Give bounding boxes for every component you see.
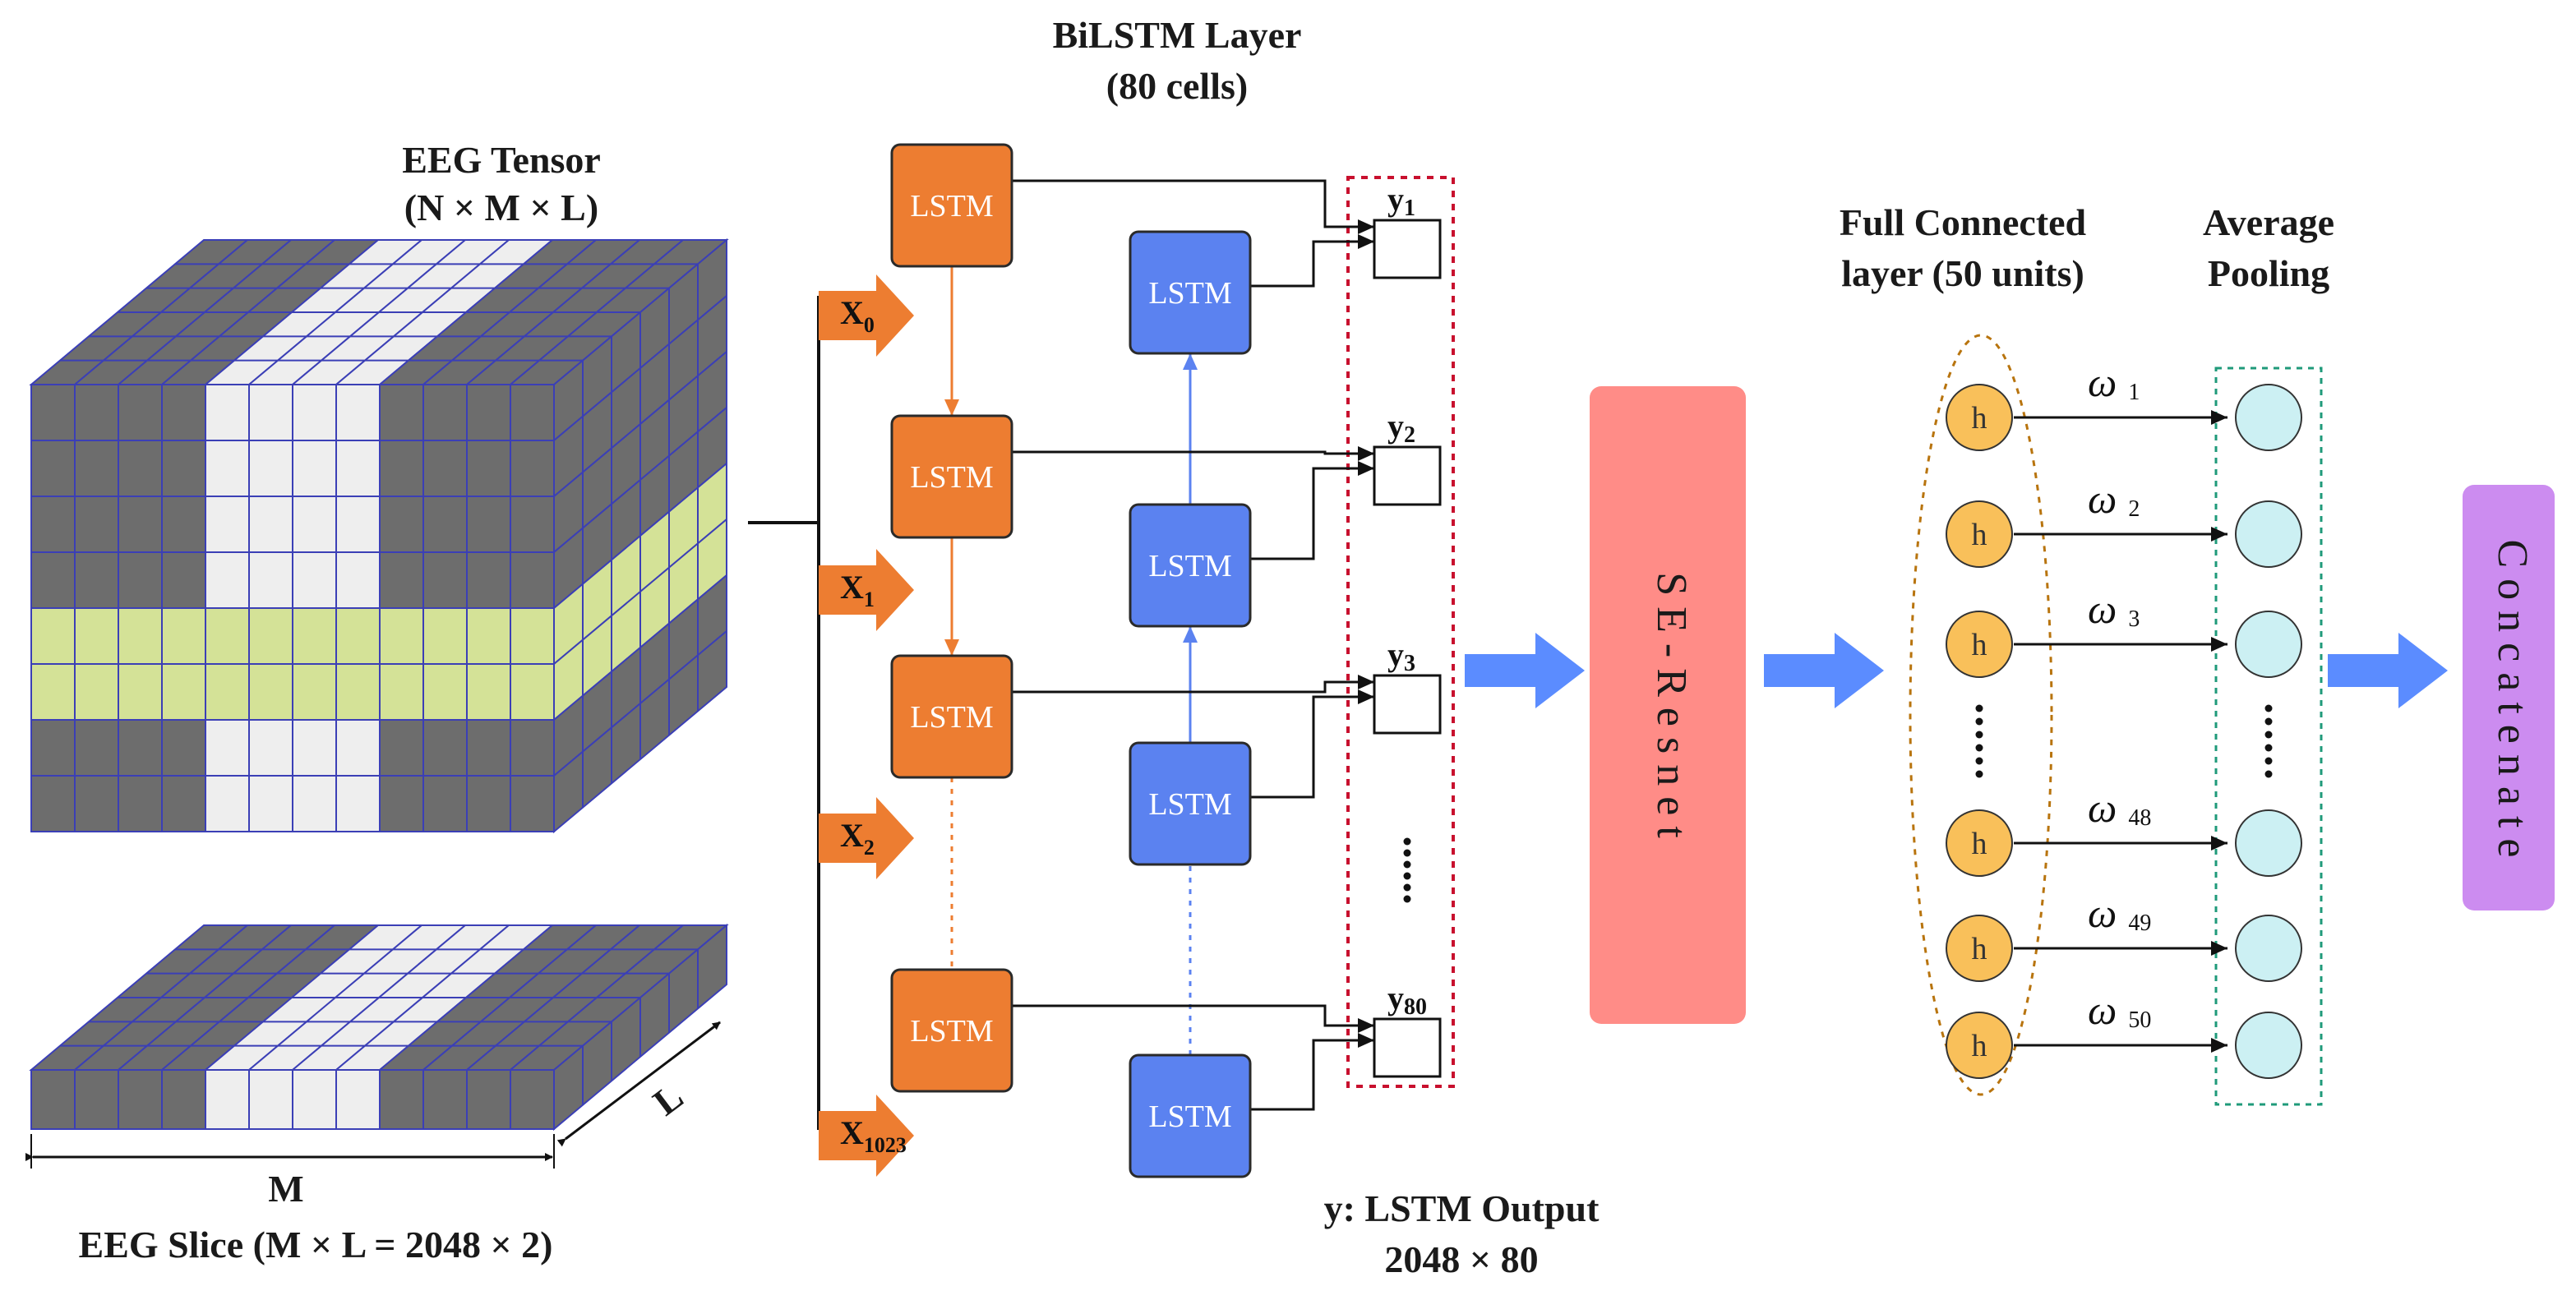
lstm-cell-label: LSTM: [910, 189, 993, 224]
input-label-1: X1: [840, 569, 875, 611]
eeg-slice-cube: [29, 923, 729, 1132]
fc-node-label: h: [1972, 932, 1987, 966]
lstm-backward-cell-3: LSTM: [1129, 1053, 1252, 1178]
slice-dimension-m: M: [25, 1134, 555, 1210]
bilstm-title: BiLSTM Layer: [1053, 14, 1302, 56]
lstm-backward-cell-2: LSTM: [1129, 741, 1252, 866]
pooling-subtitle: Pooling: [2208, 252, 2329, 294]
output-0: y1: [1373, 181, 1442, 279]
output-caption: y: LSTM Output: [1324, 1187, 1600, 1229]
lstm-forward-cell-3: LSTM: [890, 968, 1013, 1093]
bilstm-layer: LSTM LSTM LSTM LSTM LSTM LSTM LSTM LSTM y1 y2 y3 y8…: [890, 143, 1442, 1178]
lstm-cell-label: LSTM: [910, 460, 993, 495]
tensor-title: EEG Tensor: [402, 139, 601, 181]
input-arrow-3: X1023: [819, 1095, 914, 1177]
tensor-dims: (N × M × L): [404, 187, 598, 228]
lstm-cell-label: LSTM: [910, 1014, 993, 1049]
lstm-forward-cell-2: LSTM: [890, 654, 1013, 779]
lstm-cell-label: LSTM: [1148, 1099, 1231, 1134]
output-dims: 2048 × 80: [1384, 1238, 1538, 1280]
flow-arrow-1: [1465, 633, 1585, 708]
bilstm-cells: (80 cells): [1106, 65, 1248, 107]
input-label-3: X1023: [840, 1114, 907, 1157]
pooling-dashed-box: [2214, 366, 2323, 1106]
fc-node-label: h: [1972, 628, 1987, 662]
lstm-backward-cell-0: LSTM: [1129, 230, 1252, 355]
lstm-cell-label: LSTM: [1148, 549, 1231, 583]
lstm-cell-label: LSTM: [1148, 276, 1231, 311]
lstm-forward-cell-1: LSTM: [890, 414, 1013, 539]
input-bus: [748, 296, 820, 1130]
flow-arrow-3: [2328, 633, 2448, 708]
output-label-1: y2: [1387, 408, 1415, 448]
dim-l-label: L: [645, 1075, 690, 1123]
seresnet-block: [1590, 386, 1746, 1024]
fc-node-label: h: [1972, 518, 1987, 552]
slice-caption: EEG Slice (M × L = 2048 × 2): [79, 1224, 553, 1265]
input-arrow-2: X2: [819, 797, 914, 879]
fc-layer-ellipse: [1909, 334, 2053, 1096]
lstm-cell-label: LSTM: [1148, 787, 1231, 822]
output-2: y3: [1373, 636, 1442, 735]
fc-title: Full Connected: [1840, 201, 2087, 243]
input-label-0: X0: [840, 294, 875, 337]
seresnet-label: S E - R e s n e t: [1648, 572, 1695, 838]
output-label-0: y1: [1387, 181, 1415, 221]
pooling-title: Average: [2203, 201, 2334, 243]
output-1: y2: [1373, 408, 1442, 506]
outputs-dashed-box: [1346, 176, 1455, 1088]
eeg-tensor-cube: [29, 237, 729, 834]
fc-node-label: h: [1972, 401, 1987, 436]
concatenate-label: C o n c a t e n a t e: [2489, 540, 2536, 858]
input-arrow-0: X0: [819, 274, 914, 357]
fc-node-label: h: [1972, 1029, 1987, 1063]
fc-units: layer (50 units): [1841, 252, 2084, 294]
concatenate-block: [2463, 485, 2555, 910]
fc-node-label: h: [1972, 827, 1987, 861]
input-arrow-1: X1: [819, 549, 914, 631]
output-label-2: y3: [1387, 636, 1415, 676]
lstm-cell-label: LSTM: [910, 700, 993, 735]
output-label-3: y80: [1387, 980, 1427, 1020]
flow-arrow-2: [1764, 633, 1884, 708]
input-label-2: X2: [840, 817, 875, 860]
dim-m-label: M: [268, 1168, 303, 1210]
lstm-backward-cell-1: LSTM: [1129, 503, 1252, 628]
lstm-forward-cell-0: LSTM: [890, 143, 1013, 268]
output-3: y80: [1373, 980, 1442, 1078]
